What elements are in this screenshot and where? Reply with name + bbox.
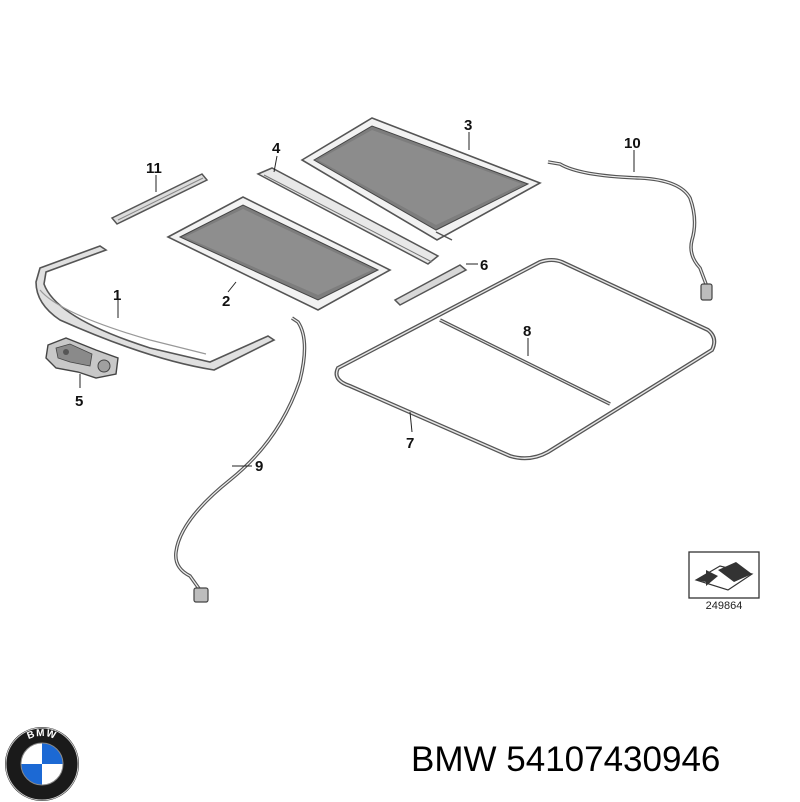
callout-4: 4 — [272, 140, 281, 157]
svg-text:BMW: BMW — [26, 728, 58, 742]
part-2-front-glass-panel — [166, 196, 392, 311]
callout-3: 3 — [464, 117, 472, 134]
part-10-drain-hose — [547, 160, 713, 301]
callout-9: 9 — [255, 458, 263, 475]
part-7-seal-frame — [334, 258, 717, 461]
callout-2: 2 — [222, 293, 230, 310]
part-number-label: BMW 54107430946 — [411, 740, 721, 779]
reference-number: 249864 — [705, 600, 743, 612]
part-6-trim-strip — [393, 264, 468, 306]
callout-11: 11 — [146, 160, 162, 177]
part-8-divider-seal — [439, 318, 611, 406]
callout-6: 6 — [480, 257, 488, 274]
part-9-drain-hose — [174, 316, 307, 603]
callout-7: 7 — [406, 435, 414, 452]
callout-8: 8 — [523, 323, 531, 340]
part-4-crossbar — [256, 167, 440, 265]
callout-10: 10 — [624, 135, 641, 152]
callout-1: 1 — [113, 287, 121, 304]
reference-box-icon — [688, 551, 760, 599]
part-1-front-frame — [35, 245, 276, 371]
part-5-drive-motor — [45, 337, 119, 379]
part-3-rear-glass-panel — [300, 117, 542, 241]
callout-5: 5 — [75, 393, 83, 410]
leader-lines — [79, 132, 635, 467]
bmw-logo: BMW — [5, 727, 79, 801]
part-11-deflector-strip — [110, 173, 209, 225]
